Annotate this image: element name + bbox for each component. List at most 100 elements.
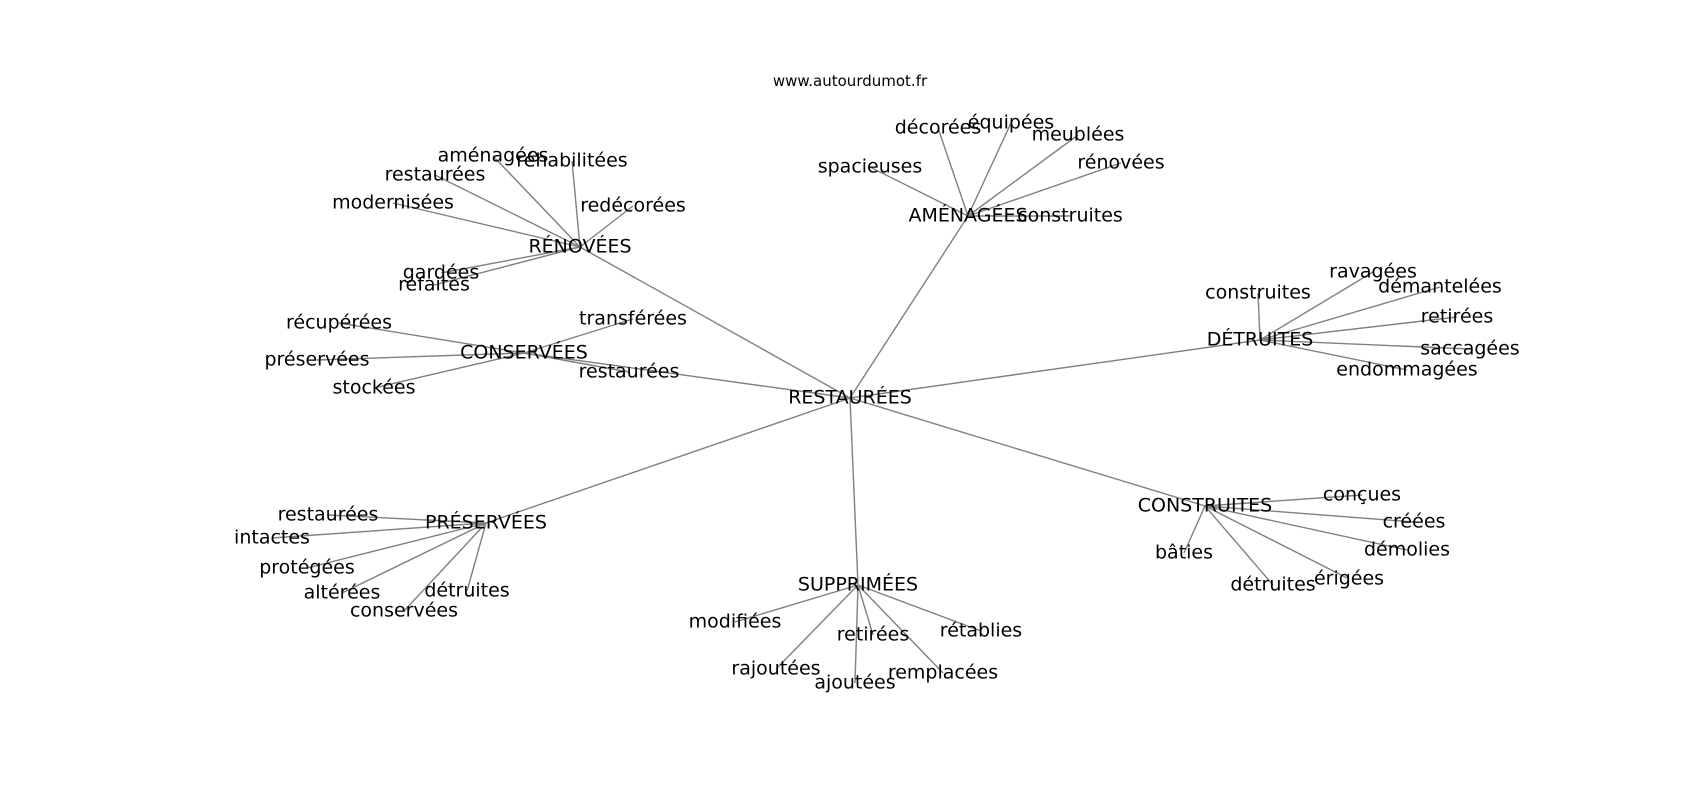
leaf-word[interactable]: construites bbox=[1017, 205, 1123, 227]
edge-center-to-hub bbox=[849, 397, 1206, 507]
leaf-word[interactable]: aménagées bbox=[438, 145, 549, 167]
edge-hub-to-leaf bbox=[869, 166, 969, 217]
leaf-word[interactable]: endommagées bbox=[1336, 359, 1477, 381]
leaf-word[interactable]: conservées bbox=[350, 600, 458, 622]
leaf-word[interactable]: modernisées bbox=[332, 192, 454, 214]
edge-hub-to-leaf bbox=[440, 246, 581, 274]
edge-hub-to-leaf bbox=[967, 134, 1079, 217]
edge-hub-to-leaf bbox=[1204, 505, 1408, 551]
hub-word[interactable]: DÉTRUITES bbox=[1207, 328, 1314, 351]
leaf-word[interactable]: démantelées bbox=[1378, 276, 1502, 298]
leaf-word[interactable]: récupérées bbox=[286, 312, 392, 334]
edge-hub-to-leaf bbox=[857, 584, 982, 632]
leaf-word[interactable]: décorées bbox=[895, 117, 982, 139]
edge-hub-to-leaf bbox=[1259, 339, 1471, 350]
edge-hub-to-leaf bbox=[857, 584, 944, 674]
leaf-word[interactable]: détruites bbox=[1230, 574, 1315, 596]
edge-center-to-hub bbox=[849, 397, 859, 586]
leaf-word[interactable]: spacieuses bbox=[818, 156, 923, 178]
leaf-word[interactable]: modifiées bbox=[689, 611, 782, 633]
leaf-word[interactable]: refaites bbox=[398, 274, 470, 296]
leaf-word[interactable]: créées bbox=[1383, 511, 1446, 533]
edge-hub-to-leaf bbox=[967, 162, 1122, 217]
edge-hub-to-leaf bbox=[937, 127, 969, 217]
edge-hub-to-leaf bbox=[434, 174, 581, 248]
leaf-word[interactable]: retirées bbox=[837, 624, 909, 646]
leaf-word[interactable]: meublées bbox=[1032, 124, 1125, 146]
edge-hub-to-leaf bbox=[433, 246, 581, 286]
leaf-word[interactable]: rajoutées bbox=[731, 658, 820, 680]
leaf-word[interactable]: protégées bbox=[259, 557, 355, 579]
edge-hub-to-leaf bbox=[316, 352, 525, 361]
edge-hub-to-leaf bbox=[341, 522, 487, 594]
edge-hub-to-leaf bbox=[854, 584, 859, 684]
leaf-word[interactable]: ajoutées bbox=[814, 672, 895, 694]
leaf-word[interactable]: remplacées bbox=[888, 662, 998, 684]
edge-hub-to-leaf bbox=[1204, 505, 1350, 580]
edge-hub-to-leaf bbox=[392, 202, 581, 248]
edge-hub-to-leaf bbox=[857, 584, 874, 636]
leaf-word[interactable]: équipées bbox=[968, 112, 1054, 134]
watermark: www.autourdumot.fr bbox=[772, 72, 928, 90]
leaf-word[interactable]: gardées bbox=[403, 262, 480, 284]
leaf-word[interactable]: altérées bbox=[304, 582, 381, 604]
hub-word[interactable]: AMÉNAGÉES bbox=[908, 204, 1027, 227]
center-word[interactable]: RESTAURÉES bbox=[788, 386, 912, 409]
edge-hub-to-leaf bbox=[1259, 339, 1408, 371]
leaf-word[interactable]: érigées bbox=[1314, 568, 1384, 590]
edge-hub-to-leaf bbox=[523, 318, 634, 354]
edge-hub-to-leaf bbox=[523, 352, 630, 373]
leaf-word[interactable]: redécorées bbox=[580, 195, 686, 217]
leaf-word[interactable]: préservées bbox=[264, 349, 369, 371]
leaf-word[interactable]: transférées bbox=[579, 308, 687, 330]
hub-word[interactable]: SUPPRIMÉES bbox=[798, 573, 918, 596]
edge-hub-to-leaf bbox=[492, 155, 581, 248]
edge-hub-to-leaf bbox=[775, 584, 859, 670]
edge-hub-to-leaf bbox=[271, 522, 487, 539]
leaf-word[interactable]: détruites bbox=[424, 580, 509, 602]
edge-hub-to-leaf bbox=[1257, 292, 1261, 341]
hub-word[interactable]: PRÉSERVÉES bbox=[425, 511, 547, 534]
edge-hub-to-leaf bbox=[1259, 286, 1441, 341]
edge-hub-to-leaf bbox=[373, 352, 525, 389]
hub-word[interactable]: CONSERVÉES bbox=[460, 341, 588, 364]
edge-center-to-hub bbox=[523, 352, 851, 399]
leaf-word[interactable]: restaurées bbox=[278, 504, 379, 526]
edge-hub-to-leaf bbox=[466, 522, 487, 592]
leaf-word[interactable]: restaurées bbox=[385, 164, 486, 186]
edge-hub-to-leaf bbox=[1204, 494, 1363, 507]
edge-hub-to-leaf bbox=[1259, 316, 1458, 341]
leaf-word[interactable]: restaurées bbox=[579, 361, 680, 383]
leaf-word[interactable]: bâties bbox=[1155, 542, 1213, 564]
edge-center-to-hub bbox=[579, 246, 851, 399]
edge-hub-to-leaf bbox=[1259, 271, 1374, 341]
edge-hub-to-leaf bbox=[327, 514, 487, 524]
edge-hub-to-leaf bbox=[306, 522, 487, 569]
edge-hub-to-leaf bbox=[1204, 505, 1274, 586]
leaf-word[interactable]: saccagées bbox=[1420, 338, 1519, 360]
leaf-word[interactable]: rétablies bbox=[940, 620, 1022, 642]
edge-hub-to-leaf bbox=[338, 322, 525, 354]
leaf-word[interactable]: intactes bbox=[234, 527, 310, 549]
leaf-word[interactable]: stockées bbox=[332, 377, 415, 399]
hub-word[interactable]: RÉNOVÉES bbox=[528, 235, 631, 258]
edge-center-to-hub bbox=[485, 397, 851, 524]
leaf-word[interactable]: rénovées bbox=[1077, 152, 1164, 174]
edge-hub-to-leaf bbox=[403, 522, 487, 612]
edge-center-to-hub bbox=[849, 215, 969, 399]
leaf-word[interactable]: conçues bbox=[1323, 484, 1401, 506]
edge-hub-to-leaf bbox=[967, 122, 1012, 217]
leaf-word[interactable]: construites bbox=[1205, 282, 1311, 304]
edges-layer bbox=[271, 122, 1471, 684]
leaf-word[interactable]: retirées bbox=[1421, 306, 1493, 328]
leaf-word[interactable]: démolies bbox=[1364, 539, 1450, 561]
edge-hub-to-leaf bbox=[1183, 505, 1206, 554]
edge-center-to-hub bbox=[849, 339, 1261, 399]
leaf-word[interactable]: réhabilitées bbox=[516, 150, 627, 172]
leaf-word[interactable]: ravagées bbox=[1329, 261, 1417, 283]
edge-hub-to-leaf bbox=[1204, 505, 1415, 523]
hub-word[interactable]: CONSTRUITES bbox=[1138, 495, 1272, 517]
edge-hub-to-leaf bbox=[734, 584, 859, 623]
